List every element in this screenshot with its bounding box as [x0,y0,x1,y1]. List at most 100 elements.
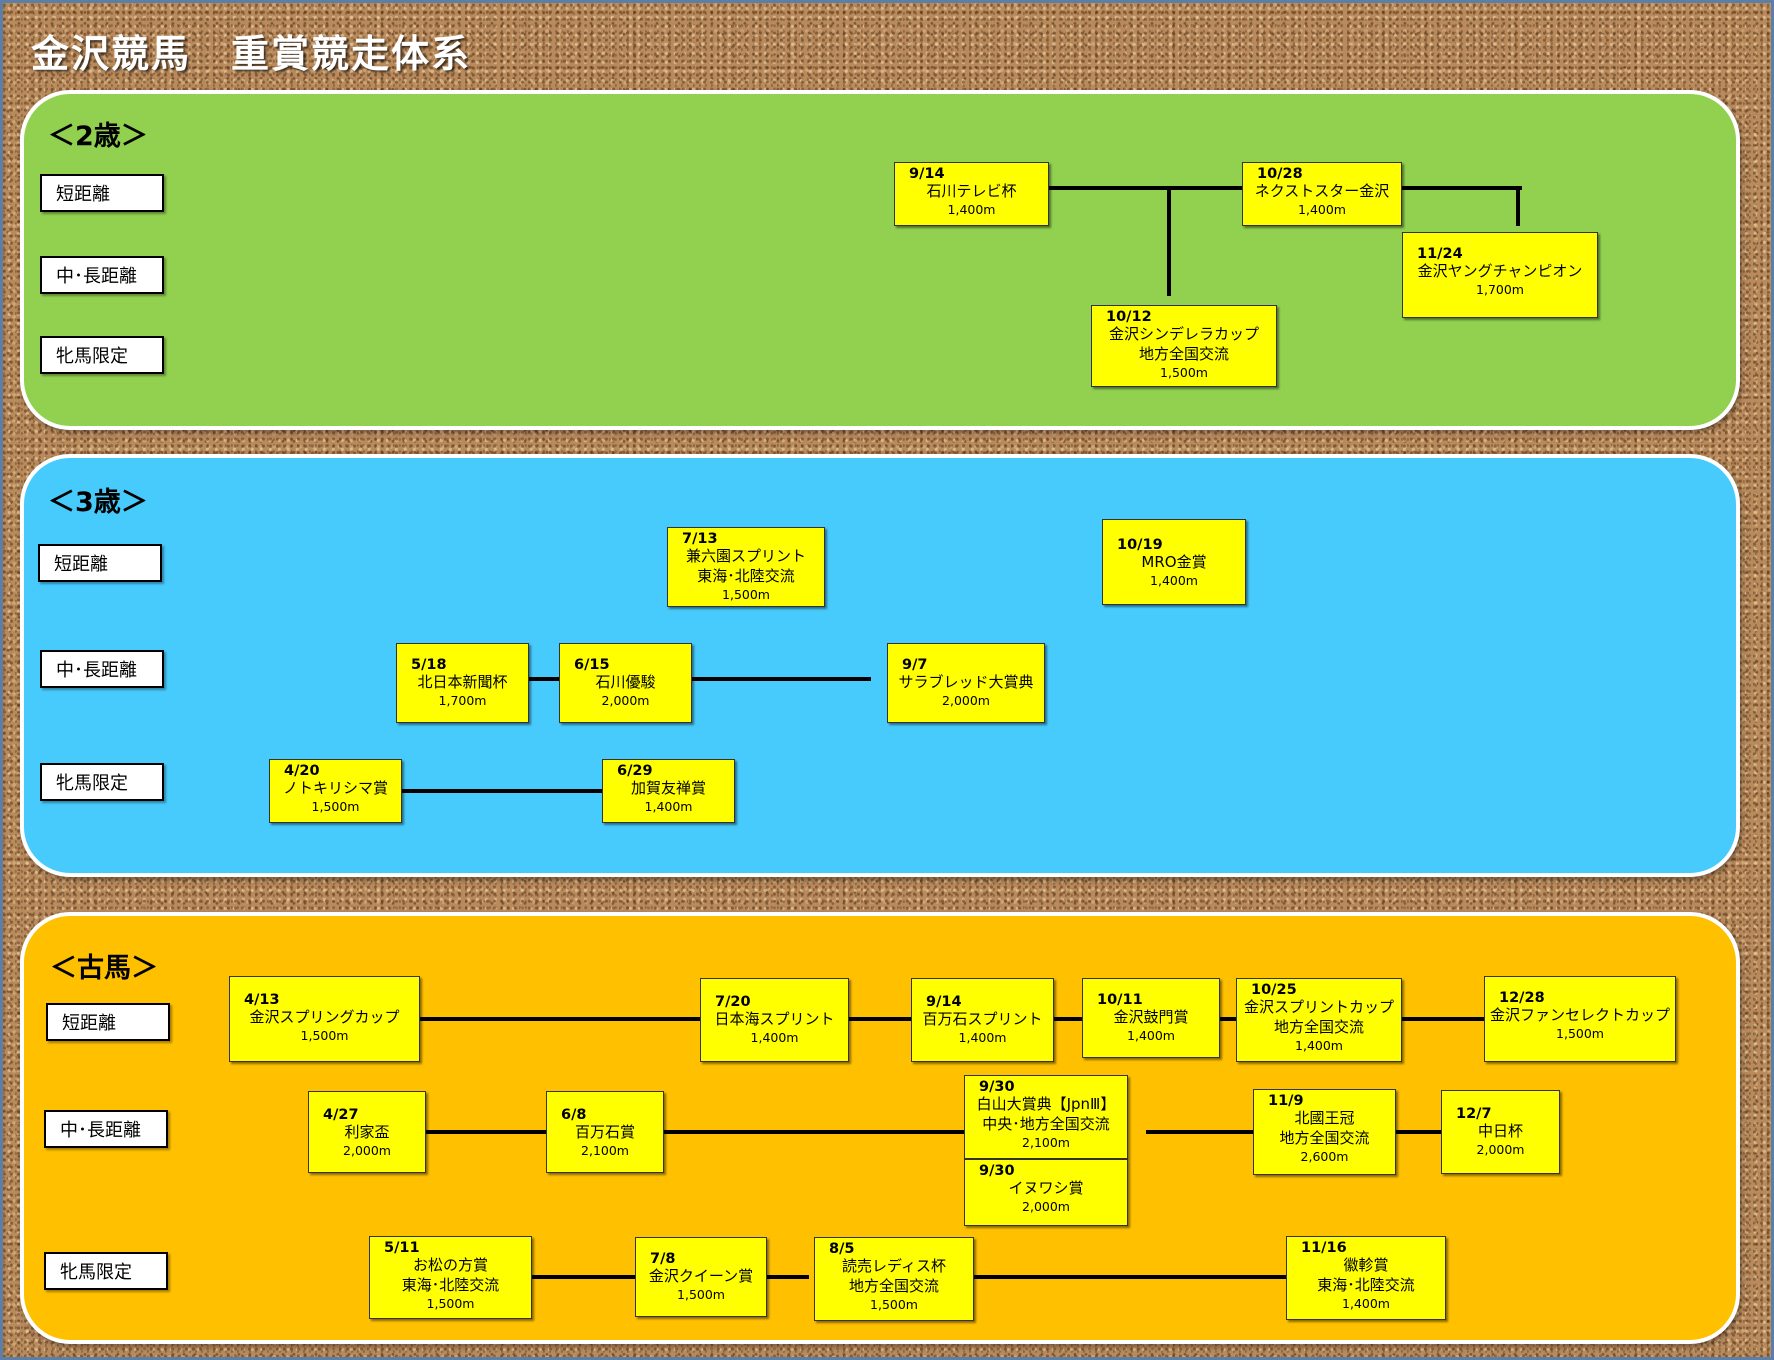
category-fillies: 牝馬限定 [44,1252,168,1290]
race-date: 4/13 [244,992,280,1008]
race-distance: 2,000m [942,693,990,708]
category-middle: 中･長距離 [40,256,164,294]
race-box: 8/5 読売レディス杯 地方全国交流 1,500m [814,1237,974,1321]
race-name: 百万石賞 [574,1123,635,1141]
race-box: 11/9 北國王冠 地方全国交流 2,600m [1253,1089,1396,1175]
race-distance: 1,400m [1298,202,1346,217]
race-box: 12/28 金沢ファンセレクトカップ 1,500m [1484,976,1676,1062]
category-fillies: 牝馬限定 [40,763,164,801]
race-name: 利家盃 [344,1123,390,1141]
race-name: 金沢スプリングカップ [249,1008,400,1026]
race-name: ノトキリシマ賞 [282,779,388,797]
race-distance: 1,400m [1127,1028,1175,1043]
race-distance: 2,100m [1022,1135,1070,1150]
race-date: 7/20 [715,994,751,1010]
race-box: 10/28 ネクストスター金沢 1,400m [1242,162,1402,226]
race-date: 9/30 [979,1163,1015,1179]
race-date: 12/7 [1456,1106,1492,1122]
category-sprint: 短距離 [38,544,162,582]
race-distance: 1,500m [300,1028,349,1043]
race-date: 7/8 [650,1251,676,1267]
race-distance: 1,700m [438,693,487,708]
panel-title-three-year: ＜3歳＞ [48,487,148,518]
connector-line [849,1017,911,1021]
panel-title-older: ＜古馬＞ [50,953,158,984]
connector-line [402,789,602,793]
race-box: 5/18 北日本新聞杯 1,700m [396,643,529,723]
panel-older: ＜古馬＞ 短距離 中･長距離 牝馬限定 4/13 金沢スプリングカップ 1,50… [20,912,1740,1344]
race-name: 兼六園スプリント [685,547,806,565]
race-box: 6/15 石川優駿 2,000m [559,643,692,723]
category-fillies: 牝馬限定 [40,336,164,374]
race-name: 石川テレビ杯 [926,182,1017,200]
connector-line [1049,186,1264,190]
race-name: 日本海スプリント [714,1010,835,1028]
race-sub: 地方全国交流 [1279,1129,1370,1147]
race-box: 10/25 金沢スプリントカップ 地方全国交流 1,400m [1236,978,1402,1062]
race-box: 5/11 お松の方賞 東海･北陸交流 1,500m [369,1236,532,1319]
race-distance: 1,400m [644,799,693,814]
race-distance: 1,500m [1160,365,1208,380]
race-box: 7/20 日本海スプリント 1,400m [700,978,849,1062]
race-name: 読売レディス杯 [842,1257,946,1275]
race-distance: 2,000m [1022,1199,1070,1214]
race-date: 5/11 [384,1240,420,1256]
connector-line [1402,186,1522,190]
race-box: 4/13 金沢スプリングカップ 1,500m [229,976,420,1062]
race-box: 9/14 百万石スプリント 1,400m [911,978,1054,1062]
race-date: 6/15 [574,657,610,673]
race-box: 7/13 兼六園スプリント 東海･北陸交流 1,500m [667,527,825,607]
race-name: 中日杯 [1477,1122,1523,1140]
connector-line [532,1275,635,1279]
connector-line [1054,1017,1082,1021]
race-name: 金沢シンデレラカップ [1108,325,1259,343]
race-box: 4/20 ノトキリシマ賞 1,500m [269,759,402,823]
race-distance: 1,500m [677,1287,725,1302]
race-date: 11/9 [1268,1093,1304,1109]
race-distance: 1,500m [311,799,360,814]
race-name: 金沢ヤングチャンピオン [1417,262,1583,280]
race-name: 白山大賞典【JpnⅢ】 [976,1095,1116,1113]
race-name: 石川優駿 [595,673,656,691]
race-box: 7/8 金沢クイーン賞 1,500m [635,1237,767,1317]
race-distance: 2,600m [1300,1149,1349,1164]
category-sprint: 短距離 [40,174,164,212]
race-box: 11/24 金沢ヤングチャンピオン 1,700m [1402,232,1598,318]
race-distance: 1,500m [722,587,770,602]
race-distance: 2,100m [581,1143,629,1158]
race-distance: 1,500m [426,1296,475,1311]
connector-line [961,1275,1299,1279]
race-distance: 1,500m [870,1297,918,1312]
race-name: MRO金賞 [1141,553,1207,571]
race-box: 10/11 金沢鼓門賞 1,400m [1082,978,1220,1058]
race-sub: 東海･北陸交流 [401,1276,500,1294]
race-name: 百万石スプリント [922,1010,1043,1028]
race-distance: 2,000m [1476,1142,1525,1157]
panel-two-year: ＜2歳＞ 短距離 中･長距離 牝馬限定 9/14 石川テレビ杯 1,400m 1… [20,90,1740,430]
category-middle: 中･長距離 [44,1110,168,1148]
race-date: 10/28 [1257,166,1303,182]
race-distance: 1,400m [1295,1038,1343,1053]
connector-line [1402,1017,1484,1021]
race-sub: 東海･北陸交流 [1317,1276,1415,1294]
connector-line [689,677,871,681]
race-box: 10/19 MRO金賞 1,400m [1102,519,1246,605]
race-box: 9/30 白山大賞典【JpnⅢ】 中央･地方全国交流 2,100m [964,1075,1128,1159]
race-name: 金沢スプリントカップ [1243,998,1394,1016]
race-name: 金沢ファンセレクトカップ [1489,1006,1670,1024]
race-sub: 地方全国交流 [1273,1018,1364,1036]
race-distance: 1,500m [1556,1026,1604,1041]
race-distance: 2,000m [601,693,650,708]
race-box: 6/8 百万石賞 2,100m [546,1091,664,1173]
race-name: お松の方賞 [412,1256,488,1274]
race-distance: 1,700m [1476,282,1524,297]
connector-line [1167,186,1171,296]
race-distance: 1,400m [947,202,996,217]
race-sub: 地方全国交流 [848,1277,939,1295]
race-sub: 中央･地方全国交流 [982,1115,1110,1133]
race-box: 9/14 石川テレビ杯 1,400m [894,162,1049,226]
connector-line [426,1130,546,1134]
race-date: 6/8 [561,1107,587,1123]
race-date: 10/19 [1117,537,1163,553]
